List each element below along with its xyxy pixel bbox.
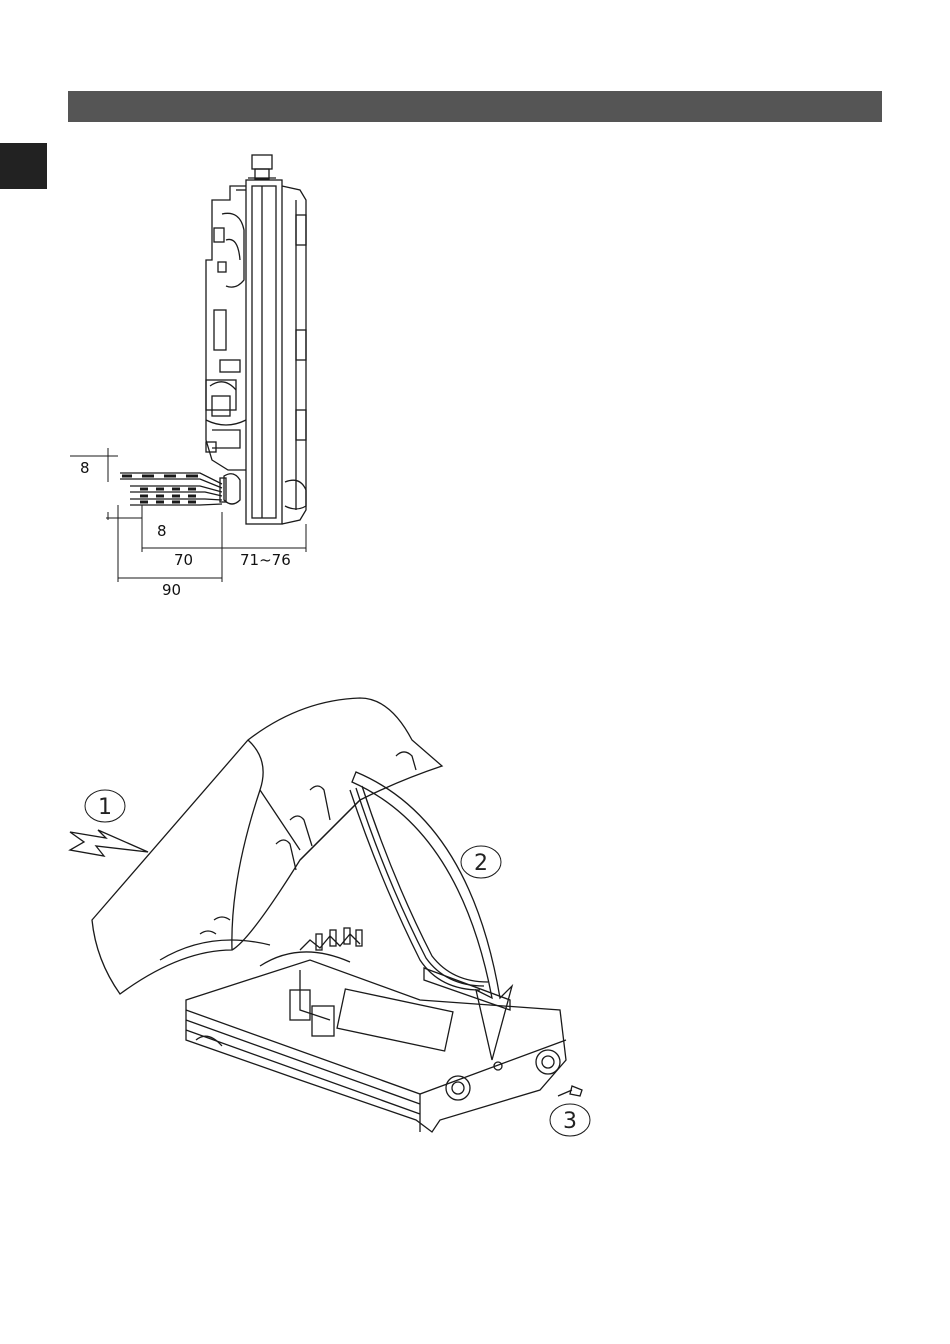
screw: [558, 1086, 582, 1096]
side-elevation-drawing: [120, 155, 306, 524]
callout-2: 2: [474, 851, 488, 876]
cover-removal-drawing: [70, 698, 582, 1132]
dimension-8-top: 8: [80, 459, 90, 477]
dimension-8-mid: 8: [157, 522, 167, 540]
arrow-2-curve: [352, 772, 512, 1060]
base-housing: [186, 960, 566, 1132]
arrow-1: [70, 830, 148, 856]
dimension-70: 70: [174, 551, 193, 569]
callout-1: 1: [98, 795, 112, 820]
dimension-90: 90: [162, 581, 181, 599]
lifted-cover: [92, 698, 442, 994]
callout-3: 3: [563, 1109, 577, 1134]
dimension-71-76: 71~76: [240, 551, 291, 569]
cable-stripes: [122, 476, 198, 502]
